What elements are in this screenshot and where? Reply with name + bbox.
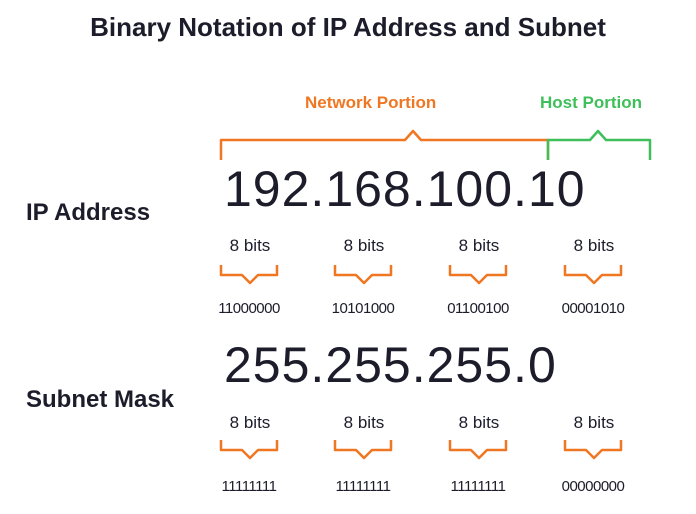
ip-octet-1-bits: 8 bits [229, 236, 271, 255]
host-portion-label: Host Portion [540, 93, 642, 112]
ip-octet-2-binary: 10101000 [331, 300, 395, 317]
mask-octet-2-bits: 8 bits [343, 413, 385, 432]
mask-octet-4-binary: 00000000 [561, 478, 625, 495]
ip-address-value: 192.168.100.10 [224, 161, 586, 217]
network-portion-label: Network Portion [305, 93, 437, 112]
ip-octet-4-bits: 8 bits [573, 236, 615, 255]
mask-octet-4-bits: 8 bits [573, 413, 615, 432]
subnet-mask-label: Subnet Mask [26, 386, 175, 413]
mask-octet-braces [219, 440, 623, 460]
diagram-title: Binary Notation of IP Address and Subnet [90, 12, 606, 42]
ip-octet-4-binary: 00001010 [561, 300, 625, 317]
ip-octet-2-bits: 8 bits [343, 236, 385, 255]
network-portion-brace [219, 129, 550, 160]
ip-octet-3-bits: 8 bits [458, 236, 500, 255]
subnet-mask-value: 255.255.255.0 [224, 337, 557, 393]
mask-octet-2-binary: 11111111 [335, 478, 391, 495]
host-portion-brace [546, 129, 652, 160]
mask-octet-3-bits: 8 bits [458, 413, 500, 432]
mask-octet-1-binary: 11111111 [221, 478, 277, 495]
mask-octet-1-bits: 8 bits [229, 413, 271, 432]
ip-octet-3-binary: 01100100 [447, 300, 509, 317]
ip-octet-braces [219, 265, 623, 285]
ip-address-label: IP Address [26, 199, 151, 226]
mask-octet-3-binary: 11111111 [450, 478, 506, 495]
ip-octet-1-binary: 11000000 [218, 300, 280, 317]
